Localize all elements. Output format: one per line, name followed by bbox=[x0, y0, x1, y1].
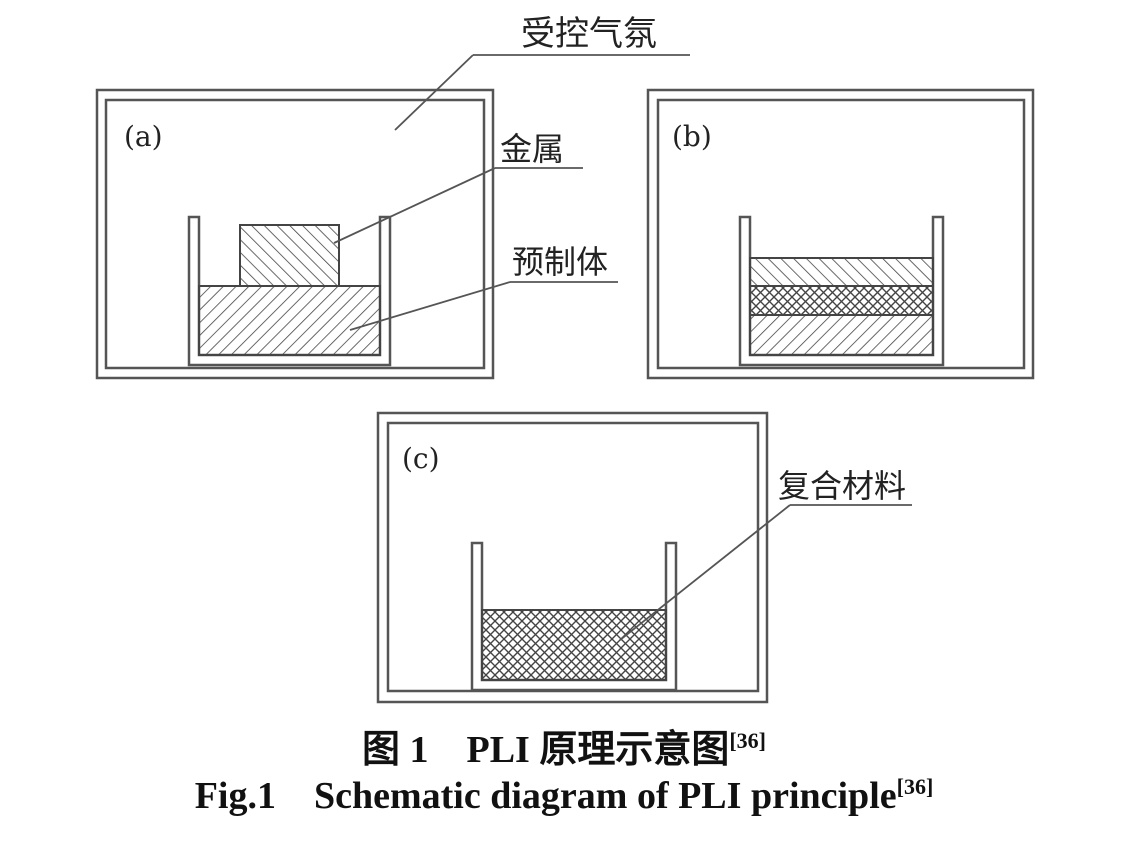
chamber-a-outer bbox=[95, 88, 495, 380]
metal-leader bbox=[333, 167, 496, 244]
atmosphere-label: 受控气氛 bbox=[521, 14, 657, 54]
infiltrated-layer-b bbox=[749, 285, 934, 316]
composite-label: 复合材料 bbox=[778, 467, 906, 505]
panel-b-label: (b) bbox=[672, 120, 712, 153]
panel-a: (a) bbox=[95, 88, 495, 380]
composite-block-c bbox=[481, 609, 667, 681]
caption-english: Fig.1 Schematic diagram of PLI principle[… bbox=[0, 774, 1128, 818]
atmosphere-leader bbox=[394, 54, 474, 131]
caption-en-fig: Fig.1 bbox=[194, 775, 276, 817]
panel-c: (c) bbox=[376, 411, 769, 704]
caption-cn-fig: 图 1 bbox=[361, 729, 429, 771]
preform-layer-b bbox=[749, 314, 934, 356]
caption-chinese: 图 1 PLI 原理示意图[36] bbox=[0, 718, 1128, 773]
panel-a-label: (a) bbox=[124, 120, 163, 153]
preform-label: 预制体 bbox=[512, 243, 608, 281]
metal-label: 金属 bbox=[500, 130, 564, 168]
metal-block-a bbox=[239, 224, 340, 287]
chamber-b-inner bbox=[656, 98, 1026, 370]
composite-leader bbox=[619, 504, 791, 641]
caption-cn-title: PLI 原理示意图 bbox=[466, 729, 730, 771]
preform-block-a bbox=[198, 285, 381, 356]
caption-en-ref: [36] bbox=[896, 774, 934, 799]
leader-lines bbox=[333, 54, 912, 641]
chamber-a-inner bbox=[104, 98, 486, 370]
preform-leader bbox=[349, 281, 511, 331]
caption-en-title: Schematic diagram of PLI principle bbox=[314, 775, 897, 817]
panel-c-label: (c) bbox=[402, 442, 440, 475]
crucible-c bbox=[470, 541, 678, 692]
pli-diagram: (a) (b) (c) 受控气氛 金属 预制体 复合材料 bbox=[95, 14, 1035, 704]
chamber-b-outer bbox=[646, 88, 1035, 380]
metal-layer-b bbox=[749, 257, 934, 287]
panel-b: (b) bbox=[646, 88, 1035, 380]
caption-cn-ref: [36] bbox=[729, 728, 767, 753]
crucible-a bbox=[187, 215, 392, 367]
chamber-c-outer bbox=[376, 411, 769, 704]
